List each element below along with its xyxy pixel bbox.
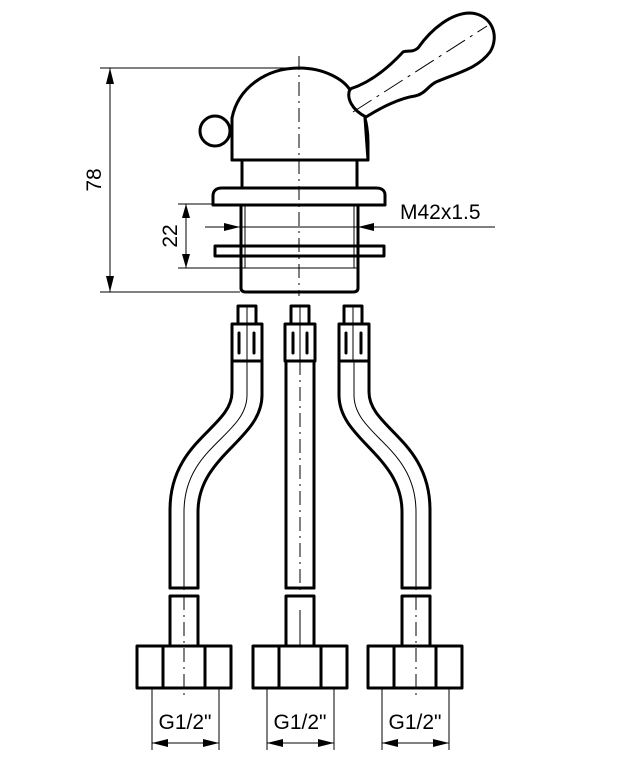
nut-left [135, 644, 233, 690]
dimension-connection-left: G1/2" [151, 688, 220, 750]
thread-spec-label: M42x1.5 [400, 201, 481, 224]
dimension-thread-spec: M42x1.5 [205, 201, 495, 231]
nut-right [366, 644, 464, 690]
dimension-overall-height: 78 [83, 67, 300, 293]
nut-center [251, 644, 349, 690]
connection-label-center: G1/2" [274, 711, 327, 734]
valve-dome [230, 66, 370, 162]
connection-label-left: G1/2" [159, 711, 212, 734]
diverter-knob [198, 114, 232, 148]
dimension-connection-right: G1/2" [381, 688, 450, 750]
dimension-thread-length: 22 [159, 203, 240, 269]
overall-height-label: 78 [83, 168, 106, 191]
connection-label-right: G1/2" [389, 711, 442, 734]
dimension-connection-center: G1/2" [266, 688, 335, 750]
hose-right [337, 304, 432, 700]
hose-left [168, 304, 264, 700]
valve-body [198, 11, 496, 296]
lever-handle [347, 11, 496, 119]
hose-center [283, 304, 317, 648]
thread-length-label: 22 [159, 224, 182, 247]
